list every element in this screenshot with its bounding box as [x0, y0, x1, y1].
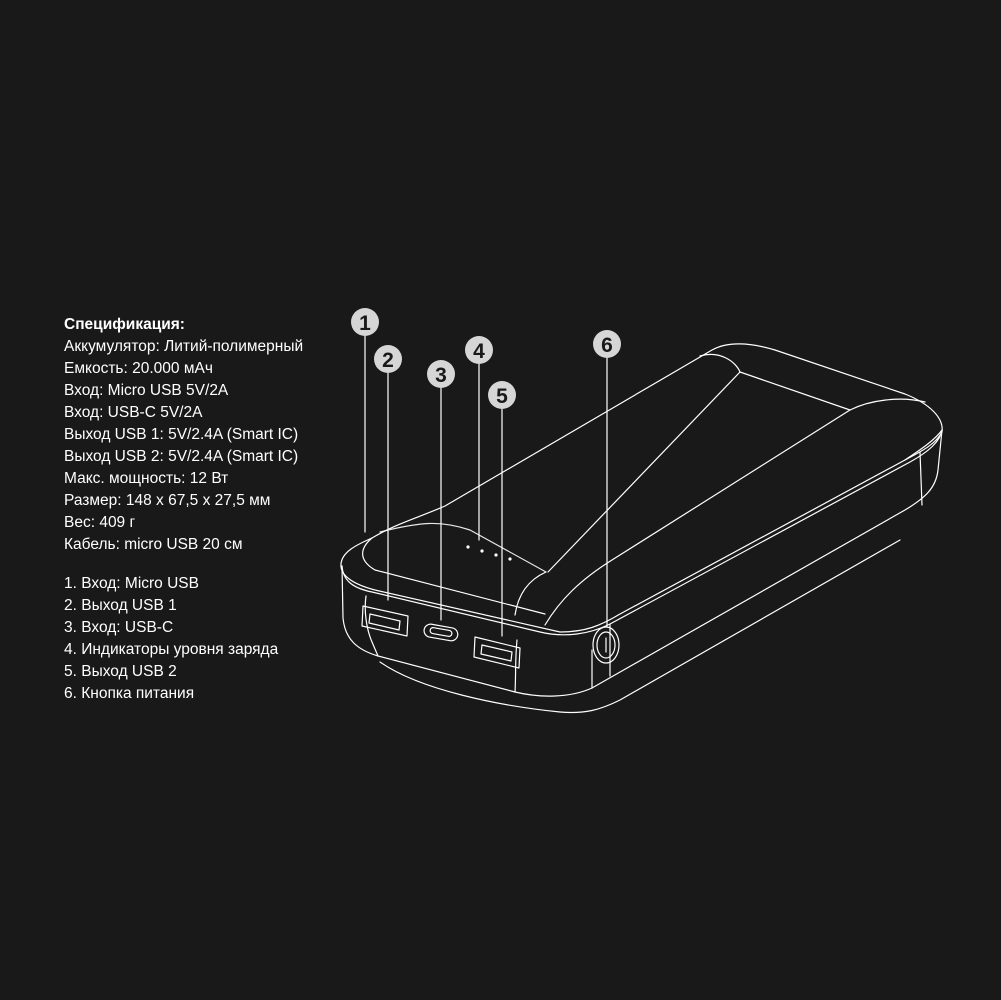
spec-input-usb-c: Вход: USB-C 5V/2A — [64, 404, 203, 421]
spec-battery: Аккумулятор: Литий-полимерный — [64, 338, 304, 355]
legend-item-2: 2. Выход USB 1 — [64, 597, 177, 614]
callout-number-3: 3 — [435, 364, 447, 387]
charge-indicator-leds — [466, 545, 512, 561]
callout-lines — [364, 335, 608, 637]
callout-badge-4: 4 — [465, 336, 493, 364]
spec-title: Спецификация: — [64, 316, 185, 333]
callout-number-2: 2 — [382, 349, 394, 372]
power-bank-body — [340, 343, 943, 714]
spec-input-micro-usb: Вход: Micro USB 5V/2A — [64, 382, 229, 399]
spec-max-power: Макс. мощность: 12 Вт — [64, 470, 229, 487]
power-button — [592, 626, 620, 664]
spec-capacity: Емкость: 20.000 мАч — [64, 360, 213, 377]
legend-item-5: 5. Выход USB 2 — [64, 663, 177, 680]
callout-number-1: 1 — [359, 312, 371, 335]
spec-output-usb-1: Выход USB 1: 5V/2.4A (Smart IC) — [64, 426, 299, 443]
usb-port-1 — [361, 605, 409, 637]
legend-item-4: 4. Индикаторы уровня заряда — [64, 641, 279, 658]
legend-item-1: 1. Вход: Micro USB — [64, 575, 199, 592]
callout-number-6: 6 — [601, 334, 613, 357]
usb-c-port — [423, 623, 459, 642]
spec-size: Размер: 148 x 67,5 x 27,5 мм — [64, 492, 271, 509]
callout-badge-6: 6 — [593, 330, 621, 358]
spec-weight: Вес: 409 г — [64, 514, 136, 531]
spec-panel: Спецификация: Аккумулятор: Литий-полимер… — [64, 314, 344, 705]
usb-port-2 — [473, 636, 521, 669]
legend-item-3: 3. Вход: USB-C — [64, 619, 174, 636]
callout-number-4: 4 — [473, 340, 485, 363]
callout-badge-5: 5 — [488, 381, 516, 409]
callout-badge-3: 3 — [427, 360, 455, 388]
spec-output-usb-2: Выход USB 2: 5V/2.4A (Smart IC) — [64, 448, 299, 465]
spec-cable: Кабель: micro USB 20 см — [64, 536, 243, 553]
callout-badge-2: 2 — [374, 345, 402, 373]
callout-badge-1: 1 — [351, 308, 379, 336]
legend-item-6: 6. Кнопка питания — [64, 685, 195, 702]
callout-number-5: 5 — [496, 385, 508, 408]
